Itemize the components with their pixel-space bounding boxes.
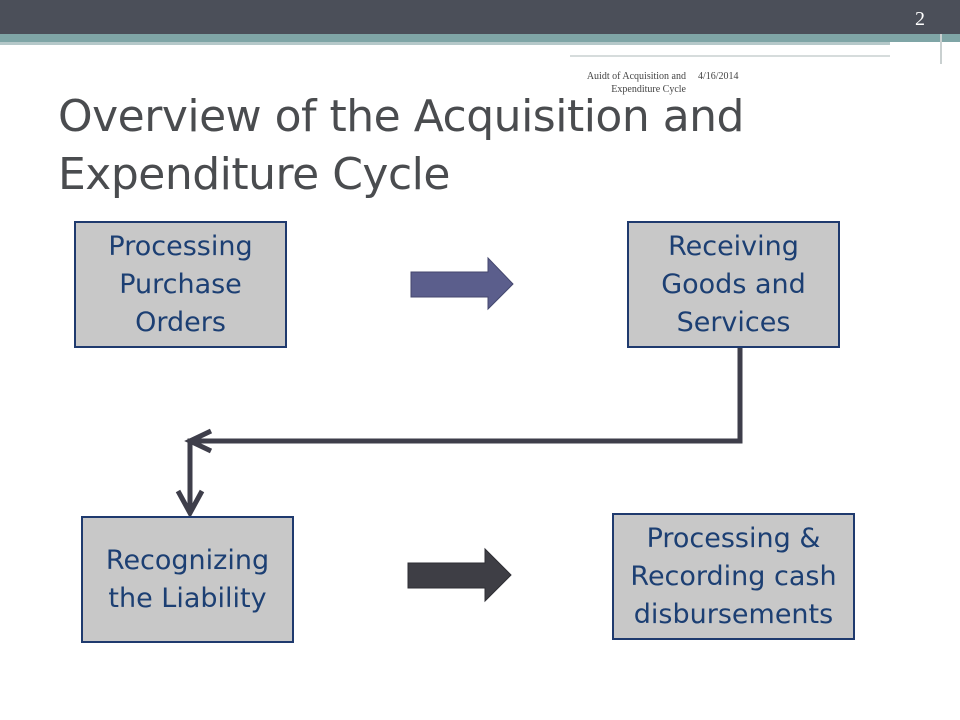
step-processing-purchase-orders: Processing Purchase Orders (74, 221, 287, 348)
accent-stripe (0, 34, 960, 42)
slide-header: Auidt of Acquisition and Expenditure Cyc… (560, 70, 780, 96)
slide-title: Overview of the Acquisition and Expendit… (58, 91, 745, 200)
connector-arrowhead-down (175, 489, 205, 519)
header-document-name: Auidt of Acquisition and Expenditure Cyc… (586, 71, 686, 95)
flow-arrow-3 (407, 547, 512, 603)
step-processing-recording-cash-disbursements: Processing & Recording cash disbursement… (612, 513, 855, 640)
slide-number: 2 (915, 8, 925, 30)
header-date: 4/16/2014 (698, 71, 739, 82)
accent-stripe-thin (0, 42, 890, 45)
step-recognizing-the-liability: Recognizing the Liability (81, 516, 294, 643)
accent-rule (570, 55, 890, 57)
connector-arrowhead-left (184, 428, 213, 454)
flow-connector-2 (187, 348, 743, 510)
step-receiving-goods-and-services: Receiving Goods and Services (627, 221, 840, 348)
top-bar (0, 0, 960, 34)
flow-arrow-1 (410, 256, 514, 311)
accent-rule-vertical (940, 34, 942, 64)
